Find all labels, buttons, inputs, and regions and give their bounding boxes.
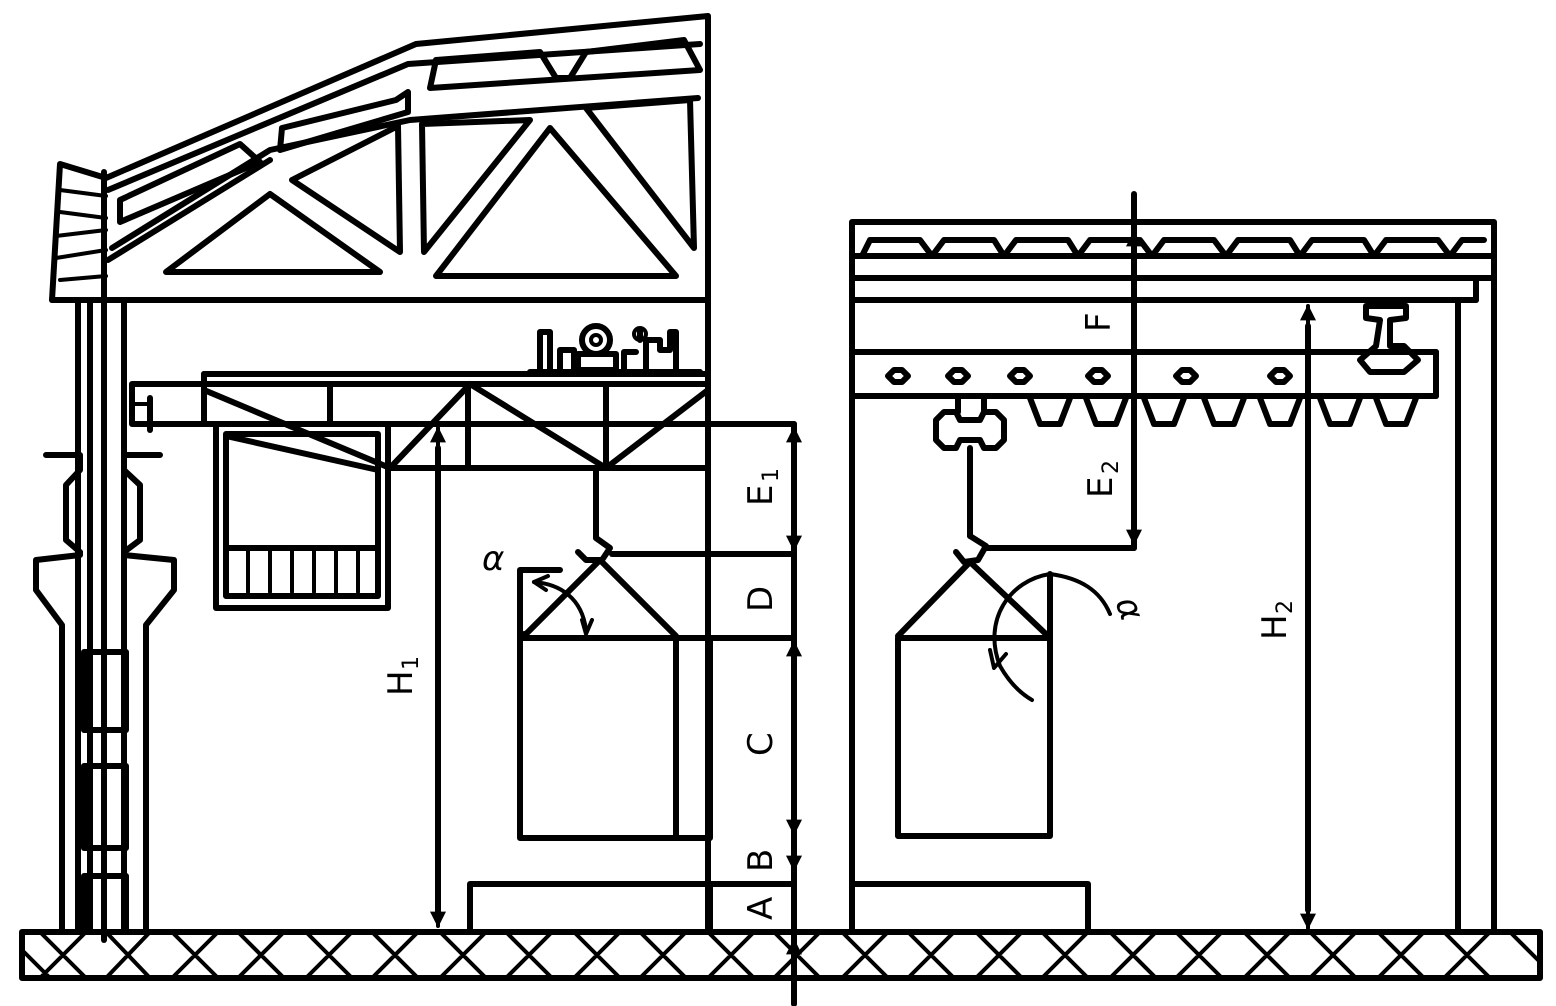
left-dimension-labels: A B C D E 1 H 1: [381, 468, 784, 920]
label-h1-sub: 1: [399, 656, 424, 670]
left-crane-trolley: [527, 323, 703, 375]
roof-truss: [49, 13, 711, 303]
label-e1-sub: 1: [759, 468, 784, 482]
label-e1: E: [741, 485, 781, 506]
label-d: D: [741, 586, 781, 612]
left-reference-lines: [467, 297, 797, 935]
alpha-right-label: α: [1107, 591, 1152, 626]
label-b: B: [741, 849, 781, 872]
label-f: F: [1079, 312, 1119, 332]
label-h2: H: [1255, 614, 1295, 640]
label-h2-sub: 2: [1273, 600, 1298, 614]
operator-cab: [213, 421, 391, 611]
left-building-column: [33, 169, 177, 943]
label-h1: H: [381, 670, 421, 696]
ground-hatch: [19, 929, 1543, 981]
alpha-left-label: α: [482, 539, 504, 579]
label-c: C: [741, 732, 781, 756]
label-e2-sub: 2: [1099, 460, 1124, 474]
left-hook-and-load: α: [482, 467, 795, 841]
label-a: A: [741, 897, 781, 920]
right-gantry-frame: [849, 219, 1497, 935]
label-e2: E: [1081, 477, 1121, 498]
right-dimensions: F E 2 H 2: [1079, 191, 1316, 930]
right-bridge-rollers: [885, 367, 1419, 427]
right-crane-trolley: [1357, 303, 1421, 375]
